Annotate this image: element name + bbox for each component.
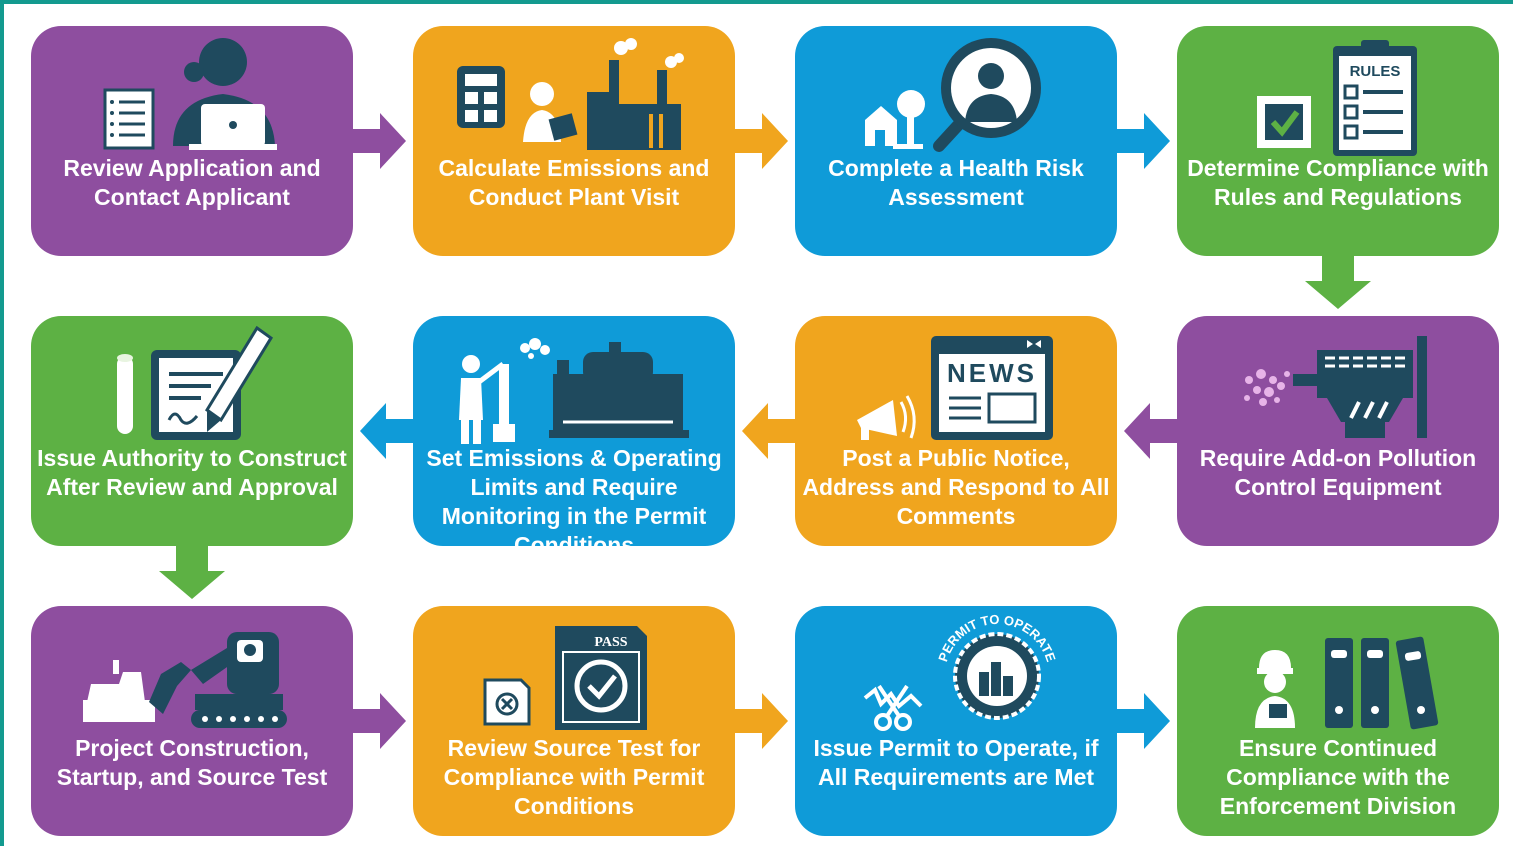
monitoring-plant-icon — [459, 338, 689, 444]
step-7-set-limits: Set Emissions & Operating Limits and Req… — [413, 316, 735, 558]
svg-text:NEWS: NEWS — [947, 358, 1037, 388]
pollution-control-icon — [1244, 336, 1427, 438]
arrow-right-1 — [352, 113, 406, 169]
top-accent-bar — [0, 0, 1513, 4]
news-megaphone-icon: NEWS — [857, 336, 1053, 440]
step-9-label: Project Construction, Startup, and Sourc… — [56, 735, 328, 790]
step-5-pollution-control: Require Add-on Pollution Control Equipme… — [1177, 316, 1499, 546]
document-signing-icon — [117, 325, 274, 440]
step-2-calculate-emissions: Calculate Emissions and Conduct Plant Vi… — [413, 26, 735, 256]
calculator-factory-icon — [457, 38, 684, 150]
arrow-left-5 — [1124, 403, 1178, 459]
step-2-label: Calculate Emissions and Conduct Plant Vi… — [438, 155, 710, 210]
step-8-issue-authority: Issue Authority to Construct After Revie… — [31, 316, 353, 546]
step-10-review-source-test: PASS Review Source Test for Compliance w… — [413, 606, 735, 836]
step-12-label: Ensure Continued Compliance with the Enf… — [1219, 735, 1457, 819]
step-10-label: Review Source Test for Compliance with P… — [443, 735, 705, 819]
svg-text:PASS: PASS — [594, 635, 627, 650]
arrow-down-8 — [159, 545, 225, 599]
step-3-health-risk: Complete a Health Risk Assessment — [795, 26, 1117, 256]
binders-inspector-icon — [1255, 636, 1439, 730]
arrow-right-11 — [1116, 693, 1170, 749]
step-1-label: Review Application and Contact Applicant — [63, 155, 321, 210]
svg-text:RULES: RULES — [1350, 63, 1401, 80]
step-6-label: Post a Public Notice, Address and Respon… — [802, 445, 1110, 529]
step-5-label: Require Add-on Pollution Control Equipme… — [1199, 445, 1477, 500]
step-7-label: Set Emissions & Operating Limits and Req… — [426, 445, 722, 558]
step-4-determine-compliance: RULES Determine Compliance with Rules an… — [1177, 26, 1499, 256]
magnifier-doctor-icon — [865, 38, 1041, 152]
arrow-right-10 — [734, 693, 788, 749]
step-9-project-construction: Project Construction, Startup, and Sourc… — [31, 606, 353, 836]
arrow-right-2 — [734, 113, 788, 169]
arrow-right-9 — [352, 693, 406, 749]
step-11-issue-permit: PERMIT TO OPERATE Issue Permit to Operat… — [795, 606, 1117, 836]
left-accent-bar — [0, 0, 4, 846]
arrow-left-7 — [360, 403, 414, 459]
step-8-label: Issue Authority to Construct After Revie… — [37, 445, 347, 500]
step-12-ensure-compliance: Ensure Continued Compliance with the Enf… — [1177, 606, 1499, 836]
applicant-laptop-icon — [103, 38, 277, 150]
step-11-label: Issue Permit to Operate, if All Requirem… — [813, 735, 1099, 790]
rules-clipboard-icon: RULES — [1257, 40, 1417, 156]
step-4-label: Determine Compliance with Rules and Regu… — [1187, 155, 1489, 210]
step-6-public-notice: NEWS Post a Public Notice, Address and R… — [795, 316, 1117, 546]
pass-document-icon: PASS — [483, 626, 647, 730]
step-3-label: Complete a Health Risk Assessment — [828, 155, 1084, 210]
arrow-left-6 — [742, 403, 796, 459]
arrow-right-3 — [1116, 113, 1170, 169]
excavator-icon — [83, 632, 287, 728]
permit-seal-icon: PERMIT TO OPERATE — [863, 614, 1059, 731]
step-1-review-application: Review Application and Contact Applicant — [31, 26, 353, 256]
arrow-down-4 — [1305, 255, 1371, 309]
